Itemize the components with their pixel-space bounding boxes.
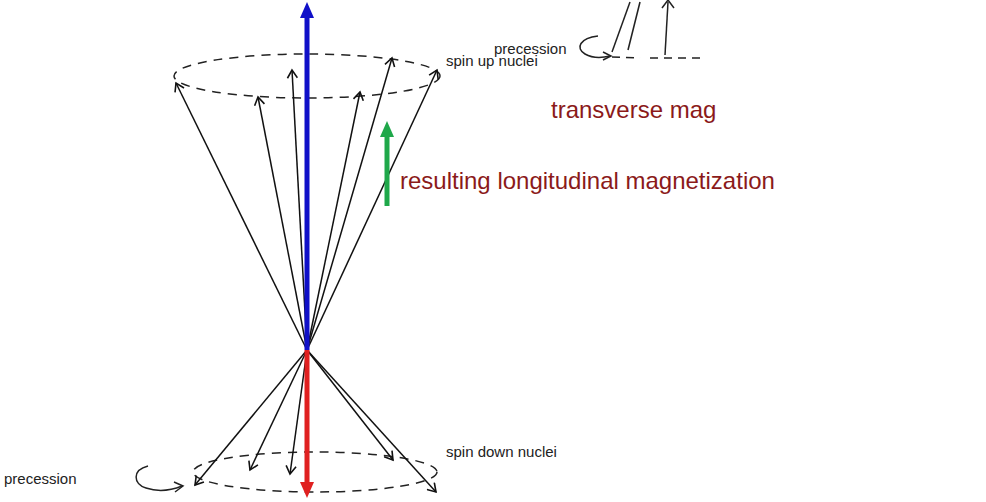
magnetization-label: transverse mag <box>551 96 716 124</box>
net-up-vector <box>305 16 310 350</box>
arrowhead <box>300 482 314 498</box>
arrowhead <box>174 482 183 492</box>
net-down-vector <box>305 350 310 484</box>
spin-vector <box>250 350 307 470</box>
spin-label: spin down nuclei <box>446 443 557 460</box>
longitudinal-vector <box>385 134 390 206</box>
precession-arrow <box>136 466 182 490</box>
arrowhead <box>380 121 394 137</box>
precession-cone-rim <box>193 452 437 492</box>
spin-label: spin up nuclei <box>446 52 538 69</box>
magnetization-label: resulting longitudinal magnetization <box>400 167 775 195</box>
arrowhead <box>300 2 314 18</box>
precession-label: precession <box>4 470 77 487</box>
precession-sketch <box>580 0 700 60</box>
